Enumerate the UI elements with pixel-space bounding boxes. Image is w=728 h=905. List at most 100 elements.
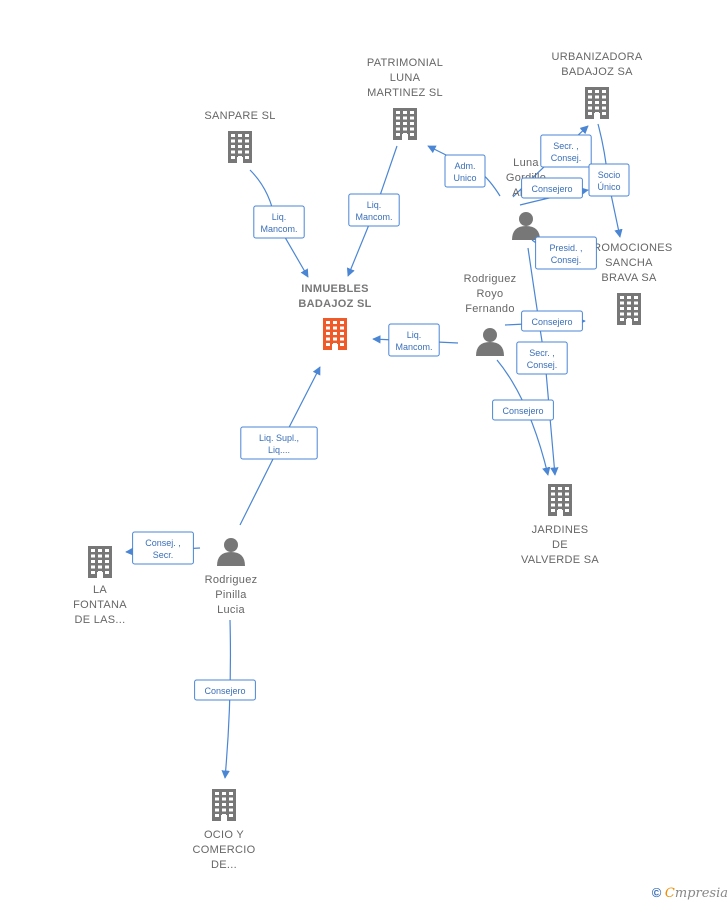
node-label: SANCHA [605, 257, 653, 269]
node-label: SANPARE SL [204, 110, 275, 122]
node-label: Rodriguez [205, 574, 258, 586]
edge-label-text: Liq. [272, 212, 287, 222]
edge-label-box [348, 193, 400, 227]
node-label: Rodriguez [464, 273, 517, 285]
node-jardines[interactable]: JARDINES DE VALVERDE SA [521, 484, 599, 566]
edge-label-e12[interactable]: Liq. Supl., Liq.... [240, 426, 318, 460]
edge-label-text: Consejero [531, 317, 572, 327]
edge-label-text: Liq.... [268, 445, 290, 455]
edge-label-e10[interactable]: Secr. , Consej. [516, 341, 568, 375]
edge-label-e8[interactable]: Liq. Mancom. [388, 323, 440, 357]
edge-label-e2[interactable]: Liq. Mancom. [348, 193, 400, 227]
building-icon [585, 87, 609, 119]
edge-label-text: Liq. [407, 330, 422, 340]
edge-label-text: Secr. , [553, 141, 579, 151]
node-label: BADAJOZ SA [561, 66, 633, 78]
node-sanpare[interactable]: SANPARE SL [204, 110, 275, 163]
person-icon [512, 212, 540, 240]
node-label: MARTINEZ SL [367, 87, 443, 99]
edge-label-box [516, 341, 568, 375]
node-ocio[interactable]: OCIO YCOMERCIODE... [193, 789, 256, 871]
edge-label-e14[interactable]: Consejero [194, 679, 256, 701]
edge-label-box [588, 163, 630, 197]
node-label: PROMOCIONES [585, 242, 672, 254]
edge-label-box [240, 426, 318, 460]
edge-label-text: Socio [598, 170, 621, 180]
edge-label-text: Unico [453, 173, 476, 183]
edge-label-e13[interactable]: Consej. , Secr. [132, 531, 194, 565]
edge-label-text: Consej. , [145, 538, 181, 548]
node-label: COMERCIO [193, 844, 256, 856]
node-label: JARDINES [532, 524, 589, 536]
building-icon [617, 293, 641, 325]
node-label: LUNA [390, 72, 421, 84]
edge-label-box [521, 177, 583, 199]
nodes-layer: INMUEBLES BADAJOZ SL SANPARE SL PATRIMONIAL… [73, 51, 672, 871]
edge-label-text: Mancom. [395, 342, 432, 352]
edge-label-box [194, 679, 256, 701]
edge-label-e3[interactable]: Adm. Unico [444, 154, 486, 188]
node-label: OCIO Y [204, 829, 244, 841]
edge-label-box [521, 310, 583, 332]
node-patrimonial[interactable]: PATRIMONIAL LUNA MARTINEZ SL [367, 57, 443, 140]
edge-label-box [535, 236, 597, 270]
edge-label-e1[interactable]: Liq. Mancom. [253, 205, 305, 239]
edge-label-text: Mancom. [260, 224, 297, 234]
edge-label-text: Liq. [367, 200, 382, 210]
building-icon [212, 789, 236, 821]
edge-label-box [388, 323, 440, 357]
edge-label-text: Consej. [551, 255, 582, 265]
node-inmuebles[interactable]: INMUEBLES BADAJOZ SL [298, 283, 371, 350]
building-icon [393, 108, 417, 140]
edge-label-box [253, 205, 305, 239]
node-promociones[interactable]: PROMOCIONES SANCHA BRAVA SA [585, 242, 672, 325]
node-label: FONTANA [73, 599, 127, 611]
edge-label-text: Mancom. [355, 212, 392, 222]
edge-label-text: Liq. Supl., [259, 433, 299, 443]
copyright-icon: © [651, 885, 662, 900]
edge-label-box [132, 531, 194, 565]
edge-label-e9[interactable]: Consejero [521, 310, 583, 332]
node-label: Pinilla [215, 589, 247, 601]
node-label: URBANIZADORA [552, 51, 643, 63]
edge-label-text: Secr. [153, 550, 174, 560]
edge-label-text: Secr. , [529, 348, 555, 358]
footer-brand: © Cmpresia [652, 885, 728, 901]
node-label: INMUEBLES [301, 283, 368, 295]
node-label: BADAJOZ SL [298, 298, 371, 310]
node-label: Lucia [217, 604, 245, 616]
building-icon [323, 318, 347, 350]
node-urbanizadora[interactable]: URBANIZADORA BADAJOZ SA [552, 51, 643, 119]
node-label: VALVERDE SA [521, 554, 599, 566]
person-icon [476, 328, 504, 356]
edge-label-text: Consejero [502, 406, 543, 416]
edge-label-text: Presid. , [549, 243, 582, 253]
edge-label-text: Consej. [527, 360, 558, 370]
edge-label-e7[interactable]: Presid. , Consej. [535, 236, 597, 270]
edge-label-box [540, 134, 592, 168]
node-label: Royo [477, 288, 504, 300]
building-icon [88, 546, 112, 578]
edge-label-e5[interactable]: Consejero [521, 177, 583, 199]
edge-label-box [492, 399, 554, 421]
edge-label-text: Adm. [454, 161, 475, 171]
edge-label-text: Consejero [531, 184, 572, 194]
edge-label-e11[interactable]: Consejero [492, 399, 554, 421]
edge-label-text: Único [597, 182, 620, 192]
brand-initial: C [664, 886, 675, 901]
node-label: LA [93, 584, 107, 596]
edge-label-e4[interactable]: Secr. , Consej. [540, 134, 592, 168]
person-icon [217, 538, 245, 566]
node-label: PATRIMONIAL [367, 57, 443, 69]
node-label: DE [552, 539, 568, 551]
node-label: BRAVA SA [601, 272, 657, 284]
edge-label-text: Consej. [551, 153, 582, 163]
building-icon [228, 131, 252, 163]
brand-name: mpresia [674, 886, 728, 901]
